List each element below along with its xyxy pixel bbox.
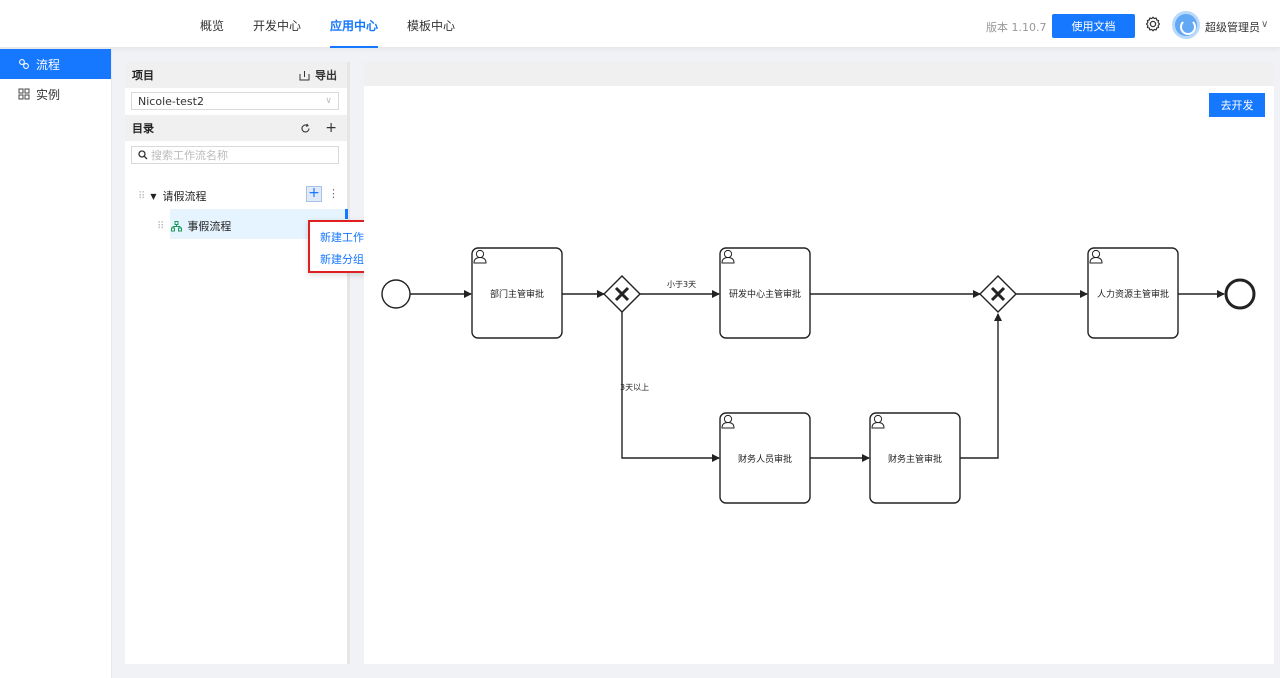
nav-app-center[interactable]: 应用中心	[330, 0, 379, 48]
catalog-header: 目录 +	[125, 115, 347, 141]
task-label: 财务人员审批	[738, 453, 792, 465]
task-finance-staff-approval[interactable]	[719, 412, 811, 504]
task-label: 部门主管审批	[490, 288, 544, 300]
tree-child-label: 事假流程	[187, 220, 232, 233]
exclusive-gateway[interactable]	[979, 275, 1017, 313]
task-finance-manager-approval[interactable]	[869, 412, 961, 504]
task-rd-approval[interactable]	[719, 247, 811, 339]
start-event[interactable]	[381, 279, 411, 309]
sidebar-item-label: 流程	[36, 57, 61, 72]
user-avatar[interactable]	[1172, 11, 1200, 39]
more-icon[interactable]: ⋮	[328, 187, 339, 200]
task-label: 财务主管审批	[888, 453, 942, 465]
edge-label: 3天以上	[620, 383, 649, 392]
project-title: 项目	[132, 69, 154, 82]
bpmn-canvas[interactable]: 去开发	[364, 62, 1274, 664]
search-placeholder: 搜索工作流名称	[151, 149, 228, 162]
drag-handle-icon[interactable]: ⠿	[157, 220, 164, 232]
gear-icon[interactable]	[1145, 16, 1161, 32]
main-nav: 概览 开发中心 应用中心 模板中心	[200, 0, 484, 48]
add-icon[interactable]: +	[325, 120, 337, 136]
search-icon	[138, 150, 148, 160]
top-navbar: 概览 开发中心 应用中心 模板中心 版本 1.10.7 使用文档 超级管理员 ∨	[0, 0, 1280, 48]
search-input[interactable]: 搜索工作流名称	[131, 146, 339, 164]
sidebar-item-flow[interactable]: 流程	[0, 49, 111, 79]
docs-button[interactable]: 使用文档	[1052, 14, 1135, 38]
export-button[interactable]: 导出	[299, 67, 337, 83]
go-develop-button[interactable]: 去开发	[1209, 93, 1265, 117]
project-select[interactable]: Nicole-test2 ∨	[131, 92, 339, 110]
sidebar-item-label: 实例	[36, 87, 61, 102]
task-hr-approval[interactable]	[1087, 247, 1179, 339]
exclusive-gateway[interactable]	[603, 275, 641, 313]
grid-icon	[18, 88, 30, 100]
chevron-down-icon: ∨	[325, 96, 332, 106]
canvas-toolbar	[364, 62, 1274, 86]
caret-down-icon[interactable]: ▼	[150, 191, 157, 201]
project-header: 项目 导出	[125, 62, 347, 88]
task-dept-approval[interactable]	[471, 247, 563, 339]
nav-dev-center[interactable]: 开发中心	[253, 19, 302, 33]
sidebar-item-instance[interactable]: 实例	[0, 79, 111, 109]
flow-icon	[19, 59, 29, 69]
menu-item-new-workflow[interactable]: 新建工作流	[320, 231, 375, 244]
left-sidebar: 流程 实例	[0, 49, 112, 678]
task-label: 人力资源主管审批	[1097, 288, 1169, 300]
end-event[interactable]	[1224, 278, 1256, 310]
tree-child-row[interactable]: ⠿ 事假流程	[157, 218, 231, 234]
nav-template-center[interactable]: 模板中心	[407, 19, 456, 33]
selection-indicator	[345, 209, 348, 219]
add-icon[interactable]: +	[306, 186, 322, 202]
user-name[interactable]: 超级管理员	[1205, 21, 1260, 34]
menu-item-new-group[interactable]: 新建分组	[320, 253, 364, 266]
tree-group-row[interactable]: ⠿ ▼ 请假流程	[138, 188, 206, 204]
tree-group-label: 请假流程	[162, 190, 207, 203]
nav-overview[interactable]: 概览	[200, 19, 225, 33]
chevron-down-icon[interactable]: ∨	[1261, 19, 1269, 30]
workflow-icon	[171, 220, 183, 231]
catalog-title: 目录	[132, 122, 154, 135]
drag-handle-icon[interactable]: ⠿	[138, 190, 145, 202]
bpmn-diagram: 部门主管审批 研发中心主管审批 人力资源主管审批 财务人员审批 财务主管审批 小…	[381, 247, 1256, 504]
refresh-icon[interactable]	[300, 123, 311, 134]
project-select-value: Nicole-test2	[138, 94, 204, 108]
export-label: 导出	[315, 69, 337, 82]
edge-label: 小于3天	[667, 280, 696, 289]
workflow-tree-panel: 项目 导出 Nicole-test2 ∨ 目录 + 搜索工作流名称 ⠿	[125, 62, 350, 664]
export-icon	[299, 70, 310, 80]
task-label: 研发中心主管审批	[729, 288, 801, 300]
version-label: 版本 1.10.7	[986, 21, 1047, 34]
